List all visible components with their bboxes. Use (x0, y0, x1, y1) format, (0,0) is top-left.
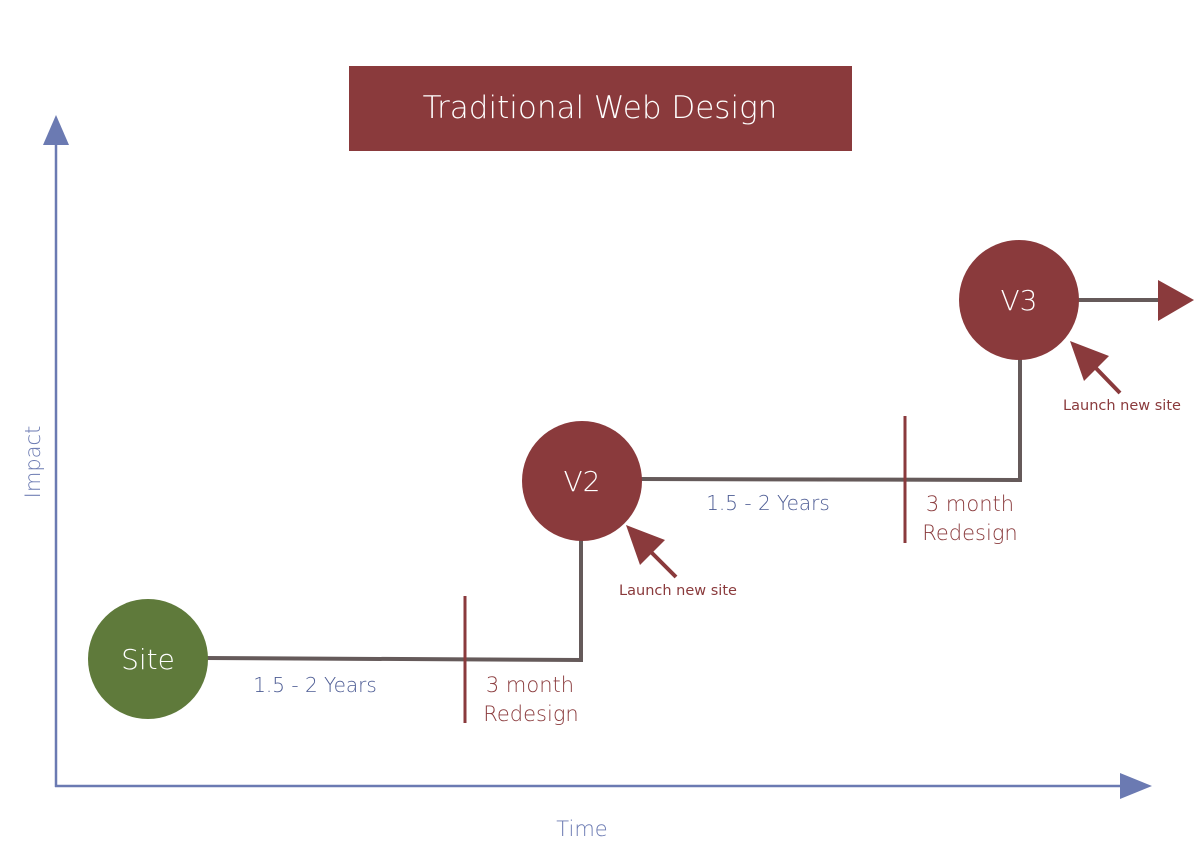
redesign-label-2b: Redesign (922, 521, 1018, 545)
x-axis-arrow-icon (1120, 773, 1152, 799)
node-site-label: Site (121, 643, 175, 676)
node-v2-label: V2 (564, 465, 601, 498)
redesign-label-2a: 3 month (926, 492, 1014, 516)
node-v3 (959, 240, 1079, 360)
launch-callout-2: Launch new site (1063, 398, 1181, 414)
redesign-label-1a: 3 month (486, 673, 574, 697)
continue-arrow-icon (1158, 280, 1194, 321)
y-axis-arrow-icon (43, 115, 69, 145)
node-v3-label: V3 (1001, 284, 1038, 317)
node-site (88, 599, 208, 719)
launch-callout-1: Launch new site (619, 583, 737, 599)
title: Traditional Web Design (423, 90, 778, 126)
path-segment-1 (204, 540, 583, 663)
path-segment-2 (639, 358, 1022, 483)
launch-arrow-icon (626, 525, 678, 579)
title-box (349, 66, 852, 151)
node-v2 (522, 421, 642, 541)
x-axis-label: Time (556, 817, 607, 841)
launch-arrow-icon (1070, 341, 1122, 395)
redesign-label-1b: Redesign (483, 702, 579, 726)
duration-label-2: 1.5 - 2 Years (706, 491, 830, 515)
y-axis-label: Impact (21, 426, 45, 499)
duration-label-1: 1.5 - 2 Years (253, 673, 377, 697)
